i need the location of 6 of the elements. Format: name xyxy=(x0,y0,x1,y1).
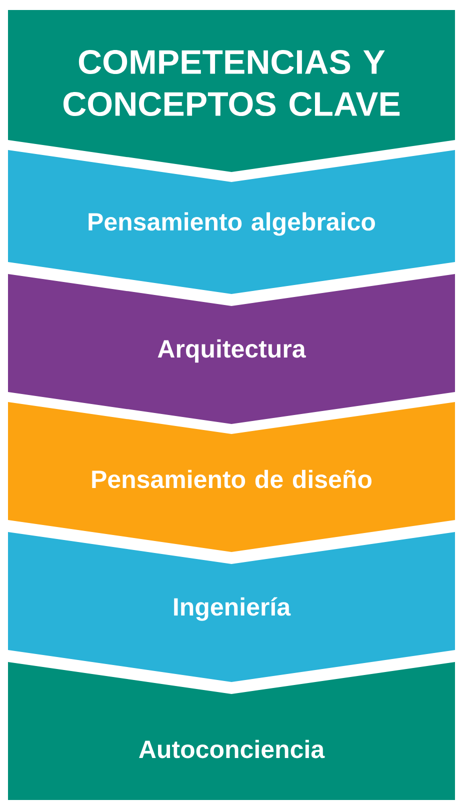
title-band: COMPETENCIAS Y CONCEPTOS CLAVE xyxy=(8,10,455,172)
chevron-band: Pensamiento de diseño xyxy=(8,402,455,552)
chevron-band: Arquitectura xyxy=(8,274,455,424)
chevron-band: Autoconciencia xyxy=(8,662,455,800)
chevron-band: Ingeniería xyxy=(8,532,455,682)
chevron-band: Pensamiento algebraico xyxy=(8,150,455,294)
